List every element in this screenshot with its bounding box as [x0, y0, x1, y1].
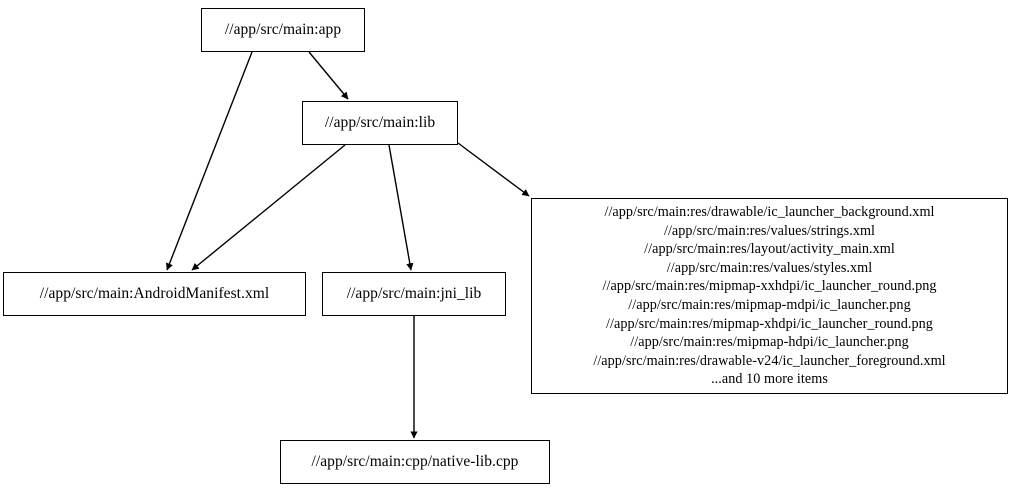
edge-lib-to-jni-lib [388, 144, 414, 271]
edge-app-to-lib [308, 51, 349, 100]
node-lib[interactable]: //app/src/main:lib [302, 101, 458, 145]
node-jni-lib-label: //app/src/main:jni_lib [346, 285, 482, 303]
edge-app-to-manifest [166, 51, 253, 271]
node-lib-label: //app/src/main:lib [324, 114, 436, 132]
node-jni-lib[interactable]: //app/src/main:jni_lib [322, 272, 506, 316]
node-resources[interactable]: //app/src/main:res/drawable/ic_launcher_… [531, 198, 1008, 394]
node-android-manifest-label: //app/src/main:AndroidManifest.xml [39, 285, 270, 303]
node-native-lib-cpp-label: //app/src/main:cpp/native-lib.cpp [311, 453, 519, 471]
node-native-lib-cpp[interactable]: //app/src/main:cpp/native-lib.cpp [280, 440, 550, 484]
edge-lib-to-manifest [191, 144, 346, 271]
node-resources-label: //app/src/main:res/drawable/ic_launcher_… [593, 204, 946, 388]
edge-lib-to-resources [457, 142, 530, 197]
node-android-manifest[interactable]: //app/src/main:AndroidManifest.xml [3, 272, 306, 316]
node-app-label: //app/src/main:app [224, 21, 342, 39]
node-app[interactable]: //app/src/main:app [201, 8, 365, 52]
